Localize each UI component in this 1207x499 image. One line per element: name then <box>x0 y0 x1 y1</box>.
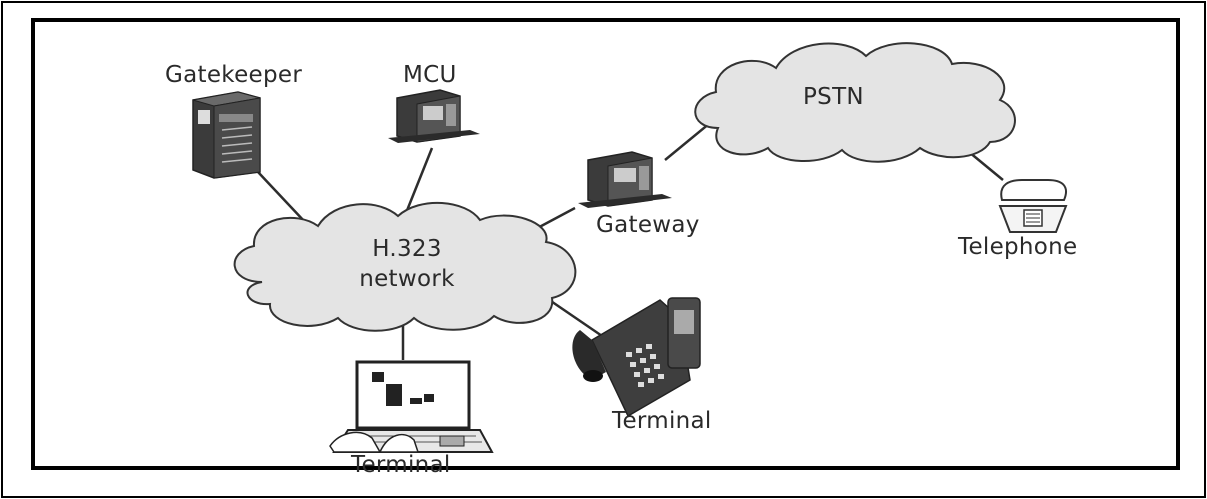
edge-gateway-pstn <box>664 122 711 161</box>
pstn-cloud <box>694 42 1016 163</box>
gatekeeper-label: Gatekeeper <box>165 62 303 88</box>
pstn-label: PSTN <box>803 84 864 110</box>
h323-network-label-line1: H.323 <box>372 236 442 262</box>
telephone-label: Telephone <box>958 234 1078 260</box>
terminal-desk-phone-label: Terminal <box>612 408 712 434</box>
gatekeeper-server-icon <box>192 91 261 179</box>
laptop-terminal-icon <box>329 360 494 453</box>
gateway-label: Gateway <box>596 212 700 238</box>
h323-network-label-line2: network <box>359 266 455 292</box>
mcu-device-icon <box>388 89 480 143</box>
inner-frame <box>31 18 1180 470</box>
edge-h323-terminal-desk <box>544 295 606 340</box>
gateway-device-icon <box>578 151 672 208</box>
h323-network-cloud <box>233 201 577 332</box>
telephone-icon <box>998 179 1068 233</box>
mcu-label: MCU <box>403 62 457 88</box>
desk-phone-terminal-icon <box>572 297 701 418</box>
terminal-laptop-label: Terminal <box>351 452 451 478</box>
